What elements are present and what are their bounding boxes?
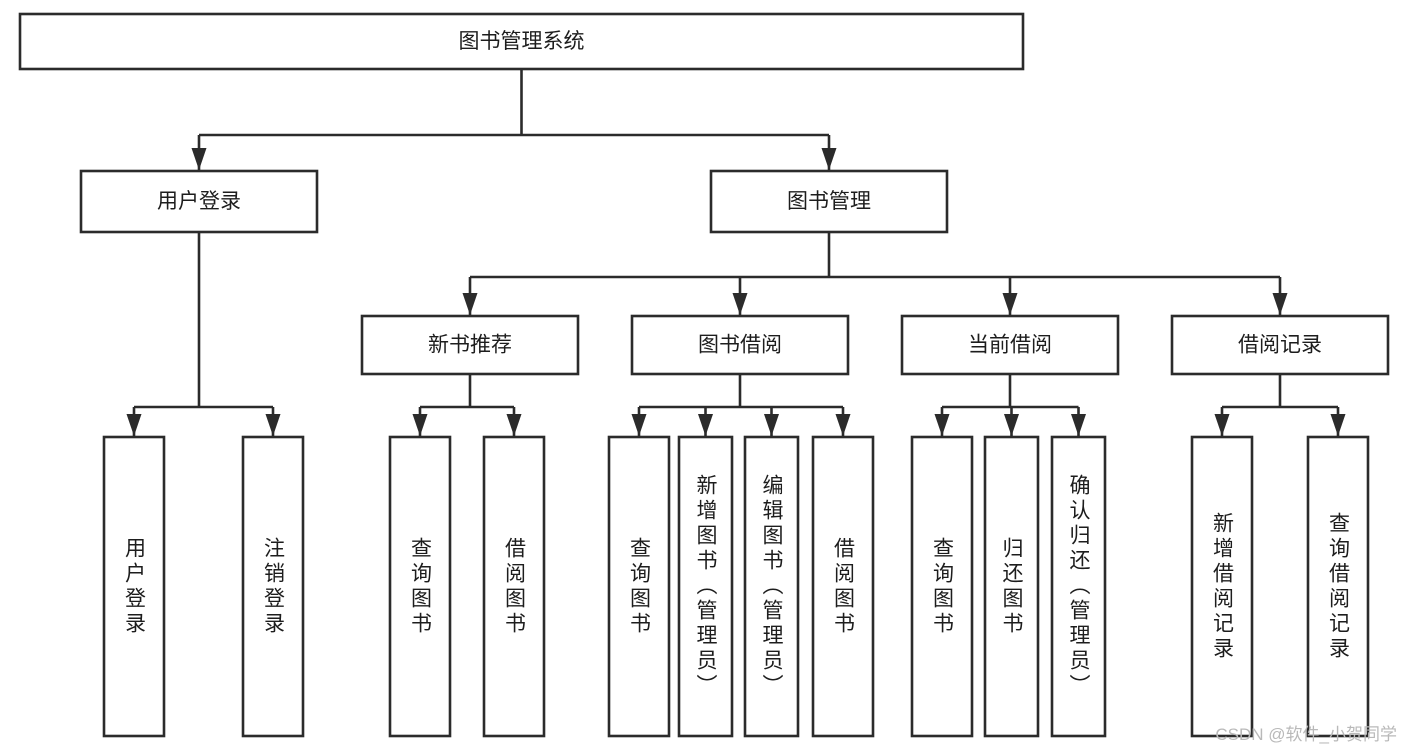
node-box[interactable] bbox=[1190, 435, 1254, 738]
node-box[interactable] bbox=[743, 435, 800, 738]
edge-arrowhead bbox=[1330, 414, 1346, 436]
node-box[interactable] bbox=[607, 435, 671, 738]
edge-group-current-borrow bbox=[934, 374, 1086, 436]
node-label: 图书借阅 bbox=[698, 334, 782, 357]
node-root[interactable]: 图书管理系统 bbox=[18, 12, 1025, 71]
edge-group-book-borrow bbox=[631, 374, 851, 436]
edge-arrowhead bbox=[191, 148, 207, 170]
edge-group-book-manage bbox=[462, 232, 1288, 315]
edge-arrowhead bbox=[126, 414, 142, 436]
edge-group-user-login bbox=[126, 232, 281, 436]
node-leaf-user-login[interactable] bbox=[102, 435, 166, 738]
node-leaf-query-book-2[interactable] bbox=[607, 435, 671, 738]
node-leaf-return-book[interactable] bbox=[983, 435, 1040, 738]
edge-arrowhead bbox=[265, 414, 281, 436]
node-box[interactable] bbox=[241, 435, 305, 738]
node-box[interactable] bbox=[630, 314, 850, 376]
node-leaf-query-book-1[interactable] bbox=[388, 435, 452, 738]
node-box[interactable] bbox=[811, 435, 875, 738]
node-current-borrow[interactable]: 当前借阅 bbox=[900, 314, 1120, 376]
edge-group-new-book-recommend bbox=[412, 374, 522, 436]
edge-arrowhead bbox=[631, 414, 647, 436]
node-label: 图书管理系统 bbox=[459, 30, 585, 53]
edge-group-borrow-record bbox=[1214, 374, 1346, 436]
edge-arrowhead bbox=[1004, 414, 1019, 436]
node-book-manage[interactable]: 图书管理 bbox=[709, 169, 949, 234]
node-new-book-recommend[interactable]: 新书推荐 bbox=[360, 314, 580, 376]
node-label: 当前借阅 bbox=[968, 334, 1052, 357]
edge-arrowhead bbox=[412, 414, 428, 436]
node-box[interactable] bbox=[482, 435, 546, 738]
node-box[interactable] bbox=[709, 169, 949, 234]
edges-layer bbox=[126, 69, 1346, 436]
node-box[interactable] bbox=[900, 314, 1120, 376]
node-box[interactable] bbox=[102, 435, 166, 738]
edge-arrowhead bbox=[835, 414, 851, 436]
node-box[interactable] bbox=[1050, 435, 1107, 738]
edge-arrowhead bbox=[732, 293, 748, 315]
edge-arrowhead bbox=[821, 148, 837, 170]
node-label: 用户登录 bbox=[157, 190, 241, 213]
node-leaf-borrow-book-2[interactable] bbox=[811, 435, 875, 738]
node-label: 图书管理 bbox=[787, 190, 871, 213]
edge-arrowhead bbox=[1272, 293, 1288, 315]
node-box[interactable] bbox=[1306, 435, 1370, 738]
node-leaf-query-record[interactable] bbox=[1306, 435, 1370, 738]
edge-arrowhead bbox=[1214, 414, 1230, 436]
node-box[interactable] bbox=[388, 435, 452, 738]
edge-arrowhead bbox=[934, 414, 950, 436]
edge-arrowhead bbox=[506, 414, 522, 436]
node-leaf-add-record[interactable] bbox=[1190, 435, 1254, 738]
node-leaf-logout[interactable] bbox=[241, 435, 305, 738]
node-box[interactable] bbox=[18, 12, 1025, 71]
edge-group-root bbox=[191, 69, 837, 170]
node-leaf-add-book[interactable] bbox=[677, 435, 734, 738]
edge-arrowhead bbox=[698, 414, 713, 436]
watermark-text: CSDN @软件_小贺同学 bbox=[1215, 725, 1397, 744]
node-box[interactable] bbox=[1170, 314, 1390, 376]
node-user-login[interactable]: 用户登录 bbox=[79, 169, 319, 234]
edge-arrowhead bbox=[1002, 293, 1018, 315]
node-leaf-borrow-book-1[interactable] bbox=[482, 435, 546, 738]
node-box[interactable] bbox=[79, 169, 319, 234]
node-leaf-confirm-return[interactable] bbox=[1050, 435, 1107, 738]
node-box[interactable] bbox=[983, 435, 1040, 738]
node-box[interactable] bbox=[677, 435, 734, 738]
edge-arrowhead bbox=[764, 414, 779, 436]
node-label: 借阅记录 bbox=[1238, 334, 1322, 357]
node-box[interactable] bbox=[360, 314, 580, 376]
node-label: 新书推荐 bbox=[428, 334, 512, 357]
node-borrow-record[interactable]: 借阅记录 bbox=[1170, 314, 1390, 376]
edge-arrowhead bbox=[1071, 414, 1086, 436]
node-leaf-query-book-3[interactable] bbox=[910, 435, 974, 738]
edge-arrowhead bbox=[462, 293, 478, 315]
node-book-borrow[interactable]: 图书借阅 bbox=[630, 314, 850, 376]
node-leaf-edit-book[interactable] bbox=[743, 435, 800, 738]
node-box[interactable] bbox=[910, 435, 974, 738]
